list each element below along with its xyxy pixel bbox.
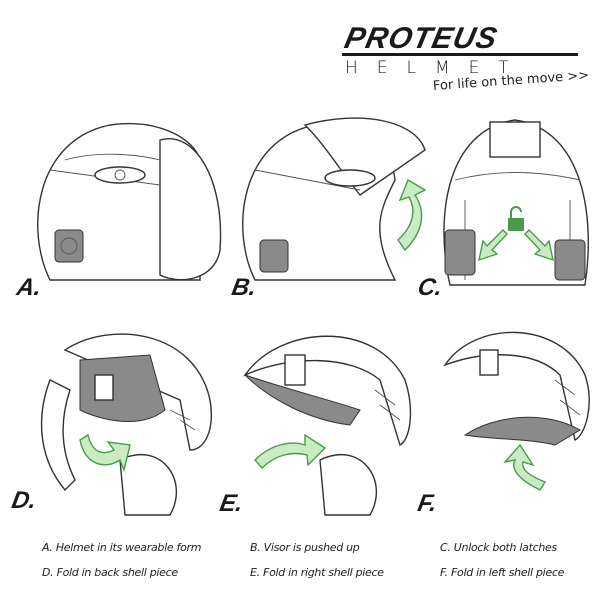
caption-a: A. Helmet in its wearable form: [42, 541, 202, 554]
caption-f: F. Fold in left shell piece: [440, 566, 565, 579]
caption-d: D. Fold in back shell piece: [42, 566, 178, 579]
helmet-illustration-e: [242, 335, 412, 516]
caption-e: E. Fold in right shell piece: [250, 566, 384, 579]
caption-c: C. Unlock both latches: [440, 541, 557, 554]
helmet-illustration-c: [443, 119, 589, 286]
unlock-icon: [508, 206, 524, 231]
step-label-b: B.: [229, 274, 259, 301]
left-down-arrow-icon: [478, 229, 508, 262]
up-arrow-icon: [397, 178, 427, 252]
helmet-illustration-a: [37, 123, 222, 281]
curved-arrow-icon: [79, 433, 131, 473]
caption-b: B. Visor is pushed up: [250, 541, 360, 554]
brand-logo: PROTEUS: [341, 22, 501, 55]
curved-arrow-icon: [254, 433, 327, 470]
helmet-illustration-f: [443, 331, 590, 491]
helmet-illustration-b: [242, 117, 427, 281]
logo-underline: [342, 53, 578, 56]
curved-arrow-icon: [503, 443, 547, 491]
step-label-d: D.: [9, 487, 39, 514]
step-label-c: C.: [415, 274, 445, 301]
helmet-illustration-d: [40, 333, 212, 516]
right-down-arrow-icon: [524, 229, 554, 262]
logo-subtitle: HELMET: [345, 58, 528, 78]
step-label-a: A.: [14, 274, 44, 301]
